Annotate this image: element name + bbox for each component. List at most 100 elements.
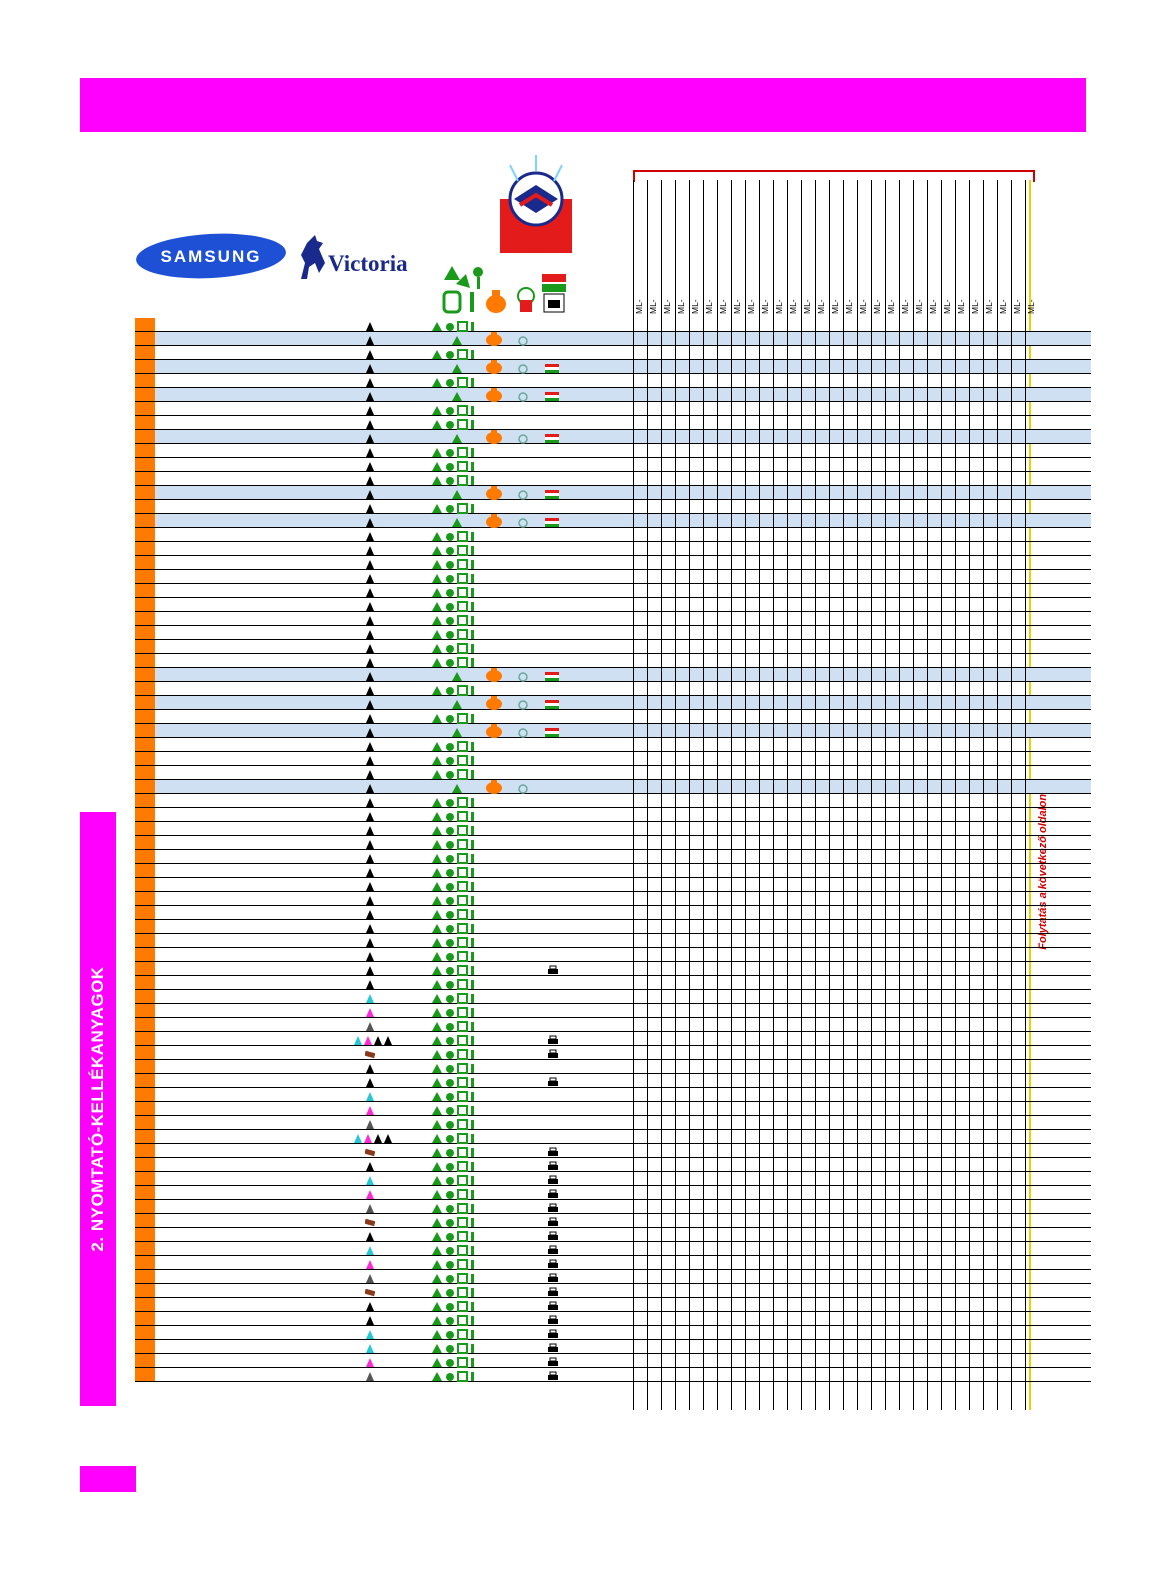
- orange-bag-icon: [485, 694, 503, 710]
- toner-cartridge-icon: [366, 686, 374, 695]
- eco-cell: [451, 669, 463, 681]
- recycle-icon-set: [432, 713, 474, 724]
- row-marker: [135, 388, 155, 401]
- printer-icon: [547, 1075, 559, 1086]
- row-marker: [135, 1004, 155, 1017]
- toner-cartridge-icon: [366, 882, 374, 891]
- toner-cartridge-icon: [364, 1288, 376, 1297]
- eco-cell: [431, 473, 481, 486]
- table-row: [135, 346, 1091, 360]
- table-row: [135, 570, 1091, 584]
- recycle-icon-set: [432, 1035, 474, 1046]
- row-marker: [135, 1256, 155, 1269]
- column-label: ML-: [703, 250, 717, 314]
- row-marker: [135, 822, 155, 835]
- recycle-icon-set: [432, 741, 474, 752]
- eco-cell: [431, 375, 481, 388]
- grid-line: [801, 180, 802, 1410]
- toner-cell: [365, 809, 375, 821]
- table-row: [135, 556, 1091, 570]
- row-marker: [135, 990, 155, 1003]
- printer-icon: [547, 1369, 559, 1380]
- toner-cell: [365, 879, 375, 891]
- row-marker: [135, 766, 155, 779]
- toner-cell: [365, 557, 375, 569]
- toner-cartridge-icon: [366, 518, 374, 527]
- victoria-logo: Victoria: [295, 233, 430, 283]
- table-row: [135, 696, 1091, 710]
- eco-cell: [431, 1047, 481, 1060]
- recycle-icon-set: [432, 1077, 474, 1088]
- table-row: [135, 864, 1091, 878]
- row-marker: [135, 528, 155, 541]
- table-row: [135, 1074, 1091, 1088]
- toner-cartridge-icon: [366, 588, 374, 597]
- grid-line: [745, 180, 746, 1410]
- row-marker: [135, 360, 155, 373]
- recycle-icon-set: [452, 392, 462, 401]
- row-marker: [135, 430, 155, 443]
- eco-cell: [431, 991, 481, 1004]
- toner-cartridge-icon: [366, 812, 374, 821]
- toner-cartridge-icon: [366, 1064, 374, 1073]
- recycle-icon-set: [432, 979, 474, 990]
- recycle-icon-set: [432, 1203, 474, 1214]
- column-label: ML-: [731, 250, 745, 314]
- table-row: [135, 1284, 1091, 1298]
- column-label: ML-: [885, 250, 899, 314]
- row-marker: [135, 570, 155, 583]
- column-label: ML-: [675, 250, 689, 314]
- toner-cell: [365, 795, 375, 807]
- recycle-icon-set: [432, 1063, 474, 1074]
- recycle-icon-set: [432, 1161, 474, 1172]
- recycle-icon-set: [432, 601, 474, 612]
- recycle-icon-set: [432, 909, 474, 920]
- eco-cell: [431, 1355, 481, 1368]
- recycle-icon-set: [452, 728, 462, 737]
- recycle-icon-set: [432, 1175, 474, 1186]
- column-label: ML-: [969, 250, 983, 314]
- eco-cell: [431, 865, 481, 878]
- recycle-icon-set: [432, 377, 474, 388]
- grid-line: [941, 180, 942, 1410]
- table-row: [135, 612, 1091, 626]
- toner-cartridge-icon: [366, 840, 374, 849]
- column-label: ML-: [871, 250, 885, 314]
- toner-cell: [365, 949, 375, 961]
- recycle-icon-set: [432, 1119, 474, 1130]
- eco-cell: [431, 585, 481, 598]
- column-label-text: ML-: [970, 299, 980, 314]
- eco-cell: [431, 1173, 481, 1186]
- toner-cell: [365, 641, 375, 653]
- toner-cell: [365, 515, 375, 527]
- toner-cell: [365, 977, 375, 989]
- column-label-text: ML-: [984, 299, 994, 314]
- toner-cell: [365, 865, 375, 877]
- toner-cell: [365, 1061, 375, 1073]
- table-row: [135, 1242, 1091, 1256]
- toner-cell: [365, 711, 375, 723]
- toner-cell: [365, 1201, 375, 1213]
- recycle-icon-set: [432, 503, 474, 514]
- toner-cell: [365, 963, 375, 975]
- red-recycle-icon: [517, 333, 529, 346]
- toner-cell: [365, 823, 375, 835]
- recycle-icon-set: [432, 923, 474, 934]
- row-marker: [135, 1228, 155, 1241]
- eco-cell: [451, 515, 463, 527]
- orange-bag-icon: [485, 330, 503, 346]
- toner-cartridge-icon: [366, 756, 374, 765]
- toner-cartridge-icon: [366, 924, 374, 933]
- table-row: [135, 1018, 1091, 1032]
- toner-cartridge-icon: [366, 1330, 374, 1339]
- table-row: [135, 1172, 1091, 1186]
- grid-line: [717, 180, 718, 1410]
- printer-icon: [547, 1257, 559, 1268]
- recycle-icon-set: [432, 1189, 474, 1200]
- toner-cartridge-icon: [366, 658, 374, 667]
- eco-cell: [451, 781, 463, 793]
- recycle-icon-set: [432, 461, 474, 472]
- toner-cell: [365, 1313, 375, 1325]
- recycle-icon-set: [432, 405, 474, 416]
- eco-cell: [431, 319, 481, 332]
